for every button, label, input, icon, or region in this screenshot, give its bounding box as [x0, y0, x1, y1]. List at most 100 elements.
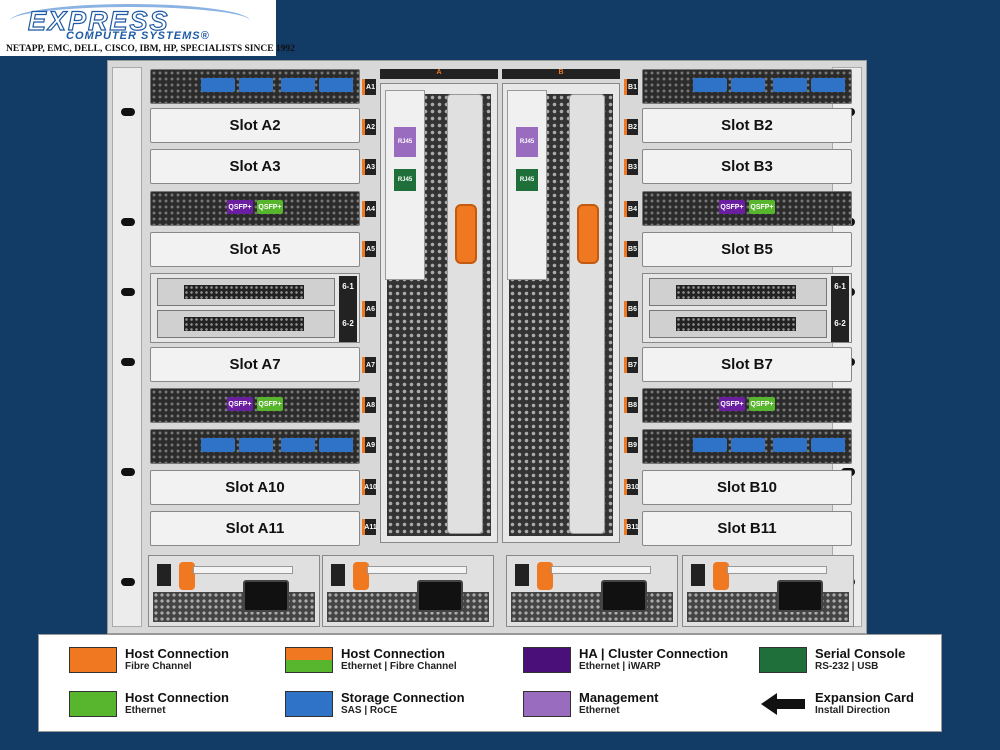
controller-b-handle[interactable] [577, 204, 599, 264]
power-switch-icon[interactable] [331, 564, 345, 586]
legend-sub: SAS | RoCE [341, 705, 398, 716]
legend-sub: Fibre Channel [125, 661, 192, 672]
qsfp-port[interactable]: QSFP+ [227, 397, 253, 411]
tab-a4: A4 [362, 201, 376, 217]
psu-bar [193, 566, 293, 574]
rail-hole [121, 108, 135, 116]
sas-port[interactable] [201, 438, 235, 452]
qsfp-port[interactable]: QSFP+ [257, 200, 283, 214]
slot-a10[interactable]: Slot A10 [150, 470, 360, 505]
slot-b7[interactable]: Slot B7 [642, 347, 852, 382]
slot-a6-drive-module[interactable]: 6-1 6-2 [150, 273, 360, 343]
sas-port[interactable] [319, 78, 353, 92]
slot-b8-qsfp-card[interactable]: QSFP+ QSFP+ [642, 388, 852, 423]
left-rack-rail [112, 67, 142, 627]
power-inlet[interactable] [417, 580, 463, 612]
tab-b10: B10 [624, 479, 639, 495]
drive-label-bottom: 6-2 [342, 319, 354, 328]
management-port[interactable]: RJ45 [516, 127, 538, 157]
sas-port[interactable] [731, 78, 765, 92]
slot-a11[interactable]: Slot A11 [150, 511, 360, 546]
qsfp-port[interactable]: QSFP+ [749, 200, 775, 214]
drive-bay[interactable] [649, 278, 827, 306]
controller-a-handle[interactable] [455, 204, 477, 264]
slot-b11[interactable]: Slot B11 [642, 511, 852, 546]
sas-port[interactable] [239, 78, 273, 92]
sas-port[interactable] [693, 78, 727, 92]
controller-a-lever[interactable] [447, 94, 483, 534]
psu-handle[interactable] [179, 562, 195, 590]
sas-port[interactable] [773, 438, 807, 452]
drive-bay[interactable] [157, 278, 335, 306]
power-inlet[interactable] [601, 580, 647, 612]
sas-port[interactable] [773, 78, 807, 92]
controller-b-lever[interactable] [569, 94, 605, 534]
sas-port[interactable] [319, 438, 353, 452]
slot-b4-qsfp-card[interactable]: QSFP+ QSFP+ [642, 191, 852, 226]
slot-b2[interactable]: Slot B2 [642, 108, 852, 143]
power-switch-icon[interactable] [157, 564, 171, 586]
serial-console-port[interactable]: RJ45 [516, 169, 538, 191]
slot-b5[interactable]: Slot B5 [642, 232, 852, 267]
slot-a5[interactable]: Slot A5 [150, 232, 360, 267]
sas-port[interactable] [201, 78, 235, 92]
power-supply-1[interactable] [148, 555, 320, 627]
legend-title: HA | Cluster Connection [579, 646, 729, 661]
tab-b4: B4 [624, 201, 638, 217]
management-port[interactable]: RJ45 [394, 127, 416, 157]
power-supply-2[interactable] [322, 555, 494, 627]
slot-a4-qsfp-card[interactable]: QSFP+ QSFP+ [150, 191, 360, 226]
qsfp-port[interactable]: QSFP+ [227, 200, 253, 214]
sas-port[interactable] [811, 438, 845, 452]
power-inlet[interactable] [777, 580, 823, 612]
sas-port[interactable] [693, 438, 727, 452]
slot-a7[interactable]: Slot A7 [150, 347, 360, 382]
slot-b1-sas-card[interactable] [642, 69, 852, 104]
drive-bay[interactable] [157, 310, 335, 338]
power-supply-3[interactable] [506, 555, 678, 627]
sas-port[interactable] [239, 438, 273, 452]
qsfp-port[interactable]: QSFP+ [719, 397, 745, 411]
slot-b10[interactable]: Slot B10 [642, 470, 852, 505]
sas-port[interactable] [281, 438, 315, 452]
psu-bar [727, 566, 827, 574]
legend-sub: Ethernet | iWARP [579, 661, 661, 672]
slot-a2[interactable]: Slot A2 [150, 108, 360, 143]
serial-console-port[interactable]: RJ45 [394, 169, 416, 191]
qsfp-port[interactable]: QSFP+ [749, 397, 775, 411]
power-switch-icon[interactable] [515, 564, 529, 586]
tab-b3: B3 [624, 159, 638, 175]
rail-hole [121, 578, 135, 586]
psu-handle[interactable] [353, 562, 369, 590]
sas-port[interactable] [281, 78, 315, 92]
drive-bay[interactable] [649, 310, 827, 338]
psu-handle[interactable] [713, 562, 729, 590]
power-switch-icon[interactable] [691, 564, 705, 586]
slot-b6-drive-module[interactable]: 6-1 6-2 [642, 273, 852, 343]
psu-handle[interactable] [537, 562, 553, 590]
qsfp-port[interactable]: QSFP+ [257, 397, 283, 411]
psu-vent [687, 592, 849, 622]
slot-a1-sas-card[interactable] [150, 69, 360, 104]
tab-a7: A7 [362, 357, 376, 373]
slot-a3[interactable]: Slot A3 [150, 149, 360, 184]
controller-a[interactable]: RJ45 RJ45 [380, 83, 498, 543]
slot-b3[interactable]: Slot B3 [642, 149, 852, 184]
controller-b[interactable]: RJ45 RJ45 [502, 83, 620, 543]
power-inlet[interactable] [243, 580, 289, 612]
slot-a8-qsfp-card[interactable]: QSFP+ QSFP+ [150, 388, 360, 423]
slot-a9-sas-card[interactable] [150, 429, 360, 464]
company-logo: EXPRESS COMPUTER SYSTEMS® NETAPP, EMC, D… [0, 0, 295, 56]
qsfp-port[interactable]: QSFP+ [719, 200, 745, 214]
sas-port[interactable] [731, 438, 765, 452]
drive-label: 6-1 6-2 [339, 276, 357, 342]
legend-title: Expansion Card [815, 690, 914, 705]
power-supply-4[interactable] [682, 555, 854, 627]
sas-port[interactable] [811, 78, 845, 92]
tab-a10: A10 [362, 479, 377, 495]
slot-b9-sas-card[interactable] [642, 429, 852, 464]
tab-b11: B11 [624, 519, 639, 535]
